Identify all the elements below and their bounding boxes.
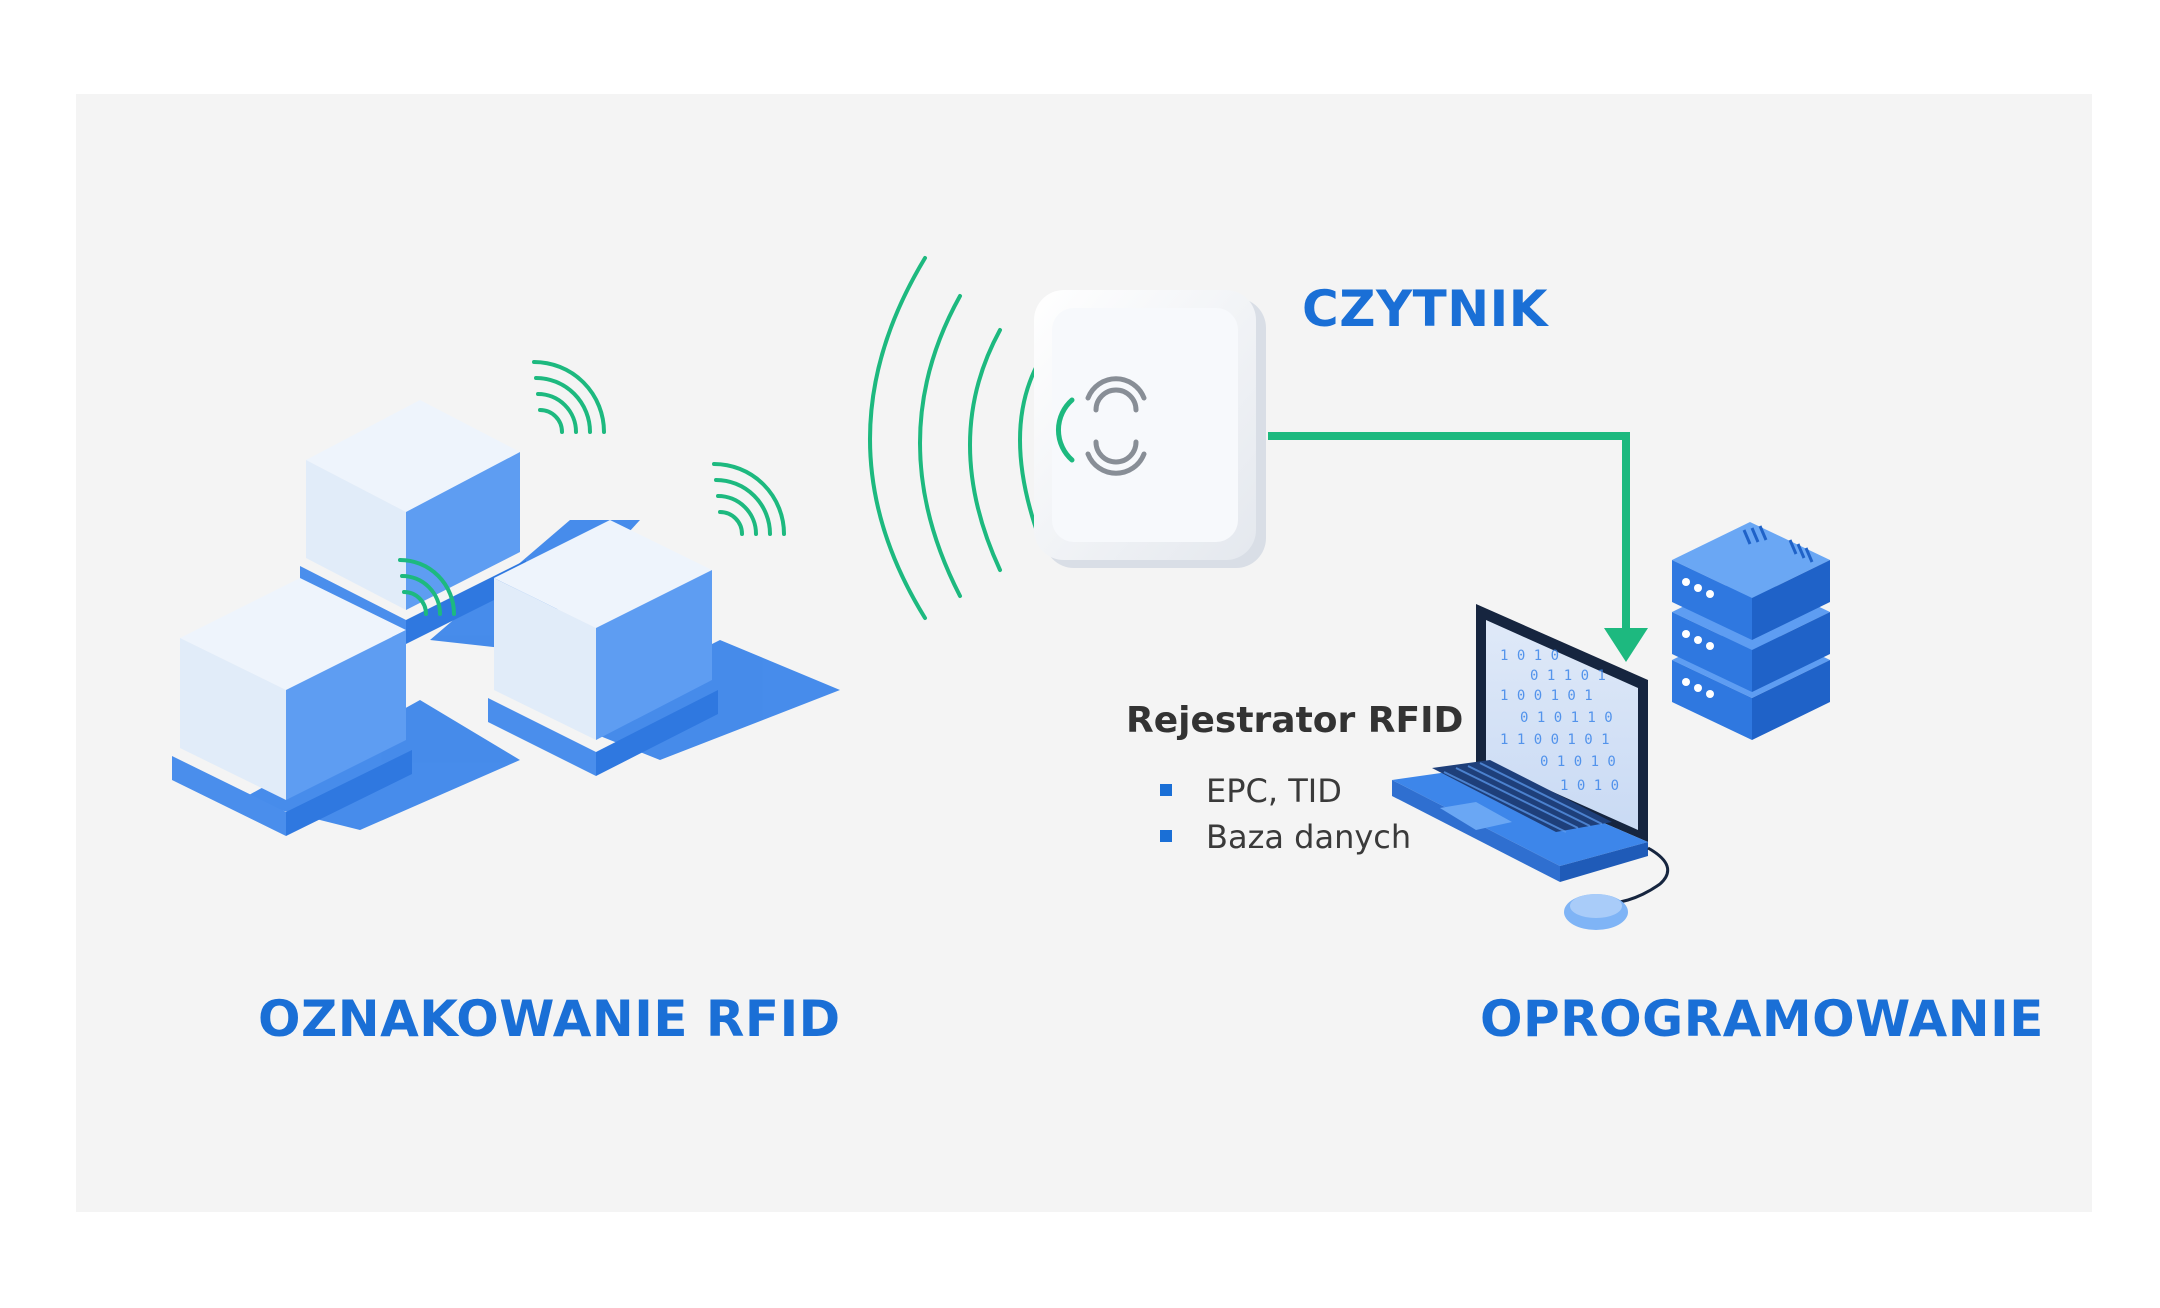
wireless-signal-icon [532,360,606,434]
recorder-title: Rejestrator RFID [1126,700,1464,741]
software-label: OPROGRAMOWANIE [1480,990,2044,1048]
svg-text:1 1 0 0 1 0 1: 1 1 0 0 1 0 1 [1500,732,1610,748]
reader-label: CZYTNIK [1302,280,1548,338]
svg-text:1 0 1 0: 1 0 1 0 [1500,648,1559,664]
reader-signal-waves [868,256,1042,620]
square-bullet-icon [1160,830,1172,842]
mouse-icon [1564,846,1670,930]
list-item: Baza danych [1160,814,1411,860]
wireless-signal-icon [398,558,456,616]
square-bullet-icon [1160,784,1172,796]
list-item: EPC, TID [1160,768,1411,814]
svg-text:0 1 0 1 0: 0 1 0 1 0 [1540,754,1616,770]
laptop-icon: 1 0 1 0 0 1 1 0 1 1 0 0 1 0 1 0 1 0 1 1 … [1392,604,1648,882]
wireless-signal-icon [712,462,786,536]
pallet-box-icon [488,520,718,776]
recorder-feature-list: EPC, TID Baza danych [1160,768,1411,860]
server-icon [1672,522,1830,740]
tagging-label: OZNAKOWANIE RFID [258,990,841,1048]
list-item-label: EPC, TID [1206,772,1342,810]
connection-arrow [1268,432,1648,662]
svg-text:1 0 0 1 0 1: 1 0 0 1 0 1 [1500,688,1593,704]
svg-text:0 1 0 1 1 0: 0 1 0 1 1 0 [1520,710,1613,726]
svg-text:0 1 1 0 1: 0 1 1 0 1 [1530,668,1606,684]
rfid-reader-icon [1034,290,1266,568]
pallet-box-icon [172,578,412,836]
list-item-label: Baza danych [1206,818,1412,856]
svg-text:1 0 1 0: 1 0 1 0 [1560,778,1619,794]
